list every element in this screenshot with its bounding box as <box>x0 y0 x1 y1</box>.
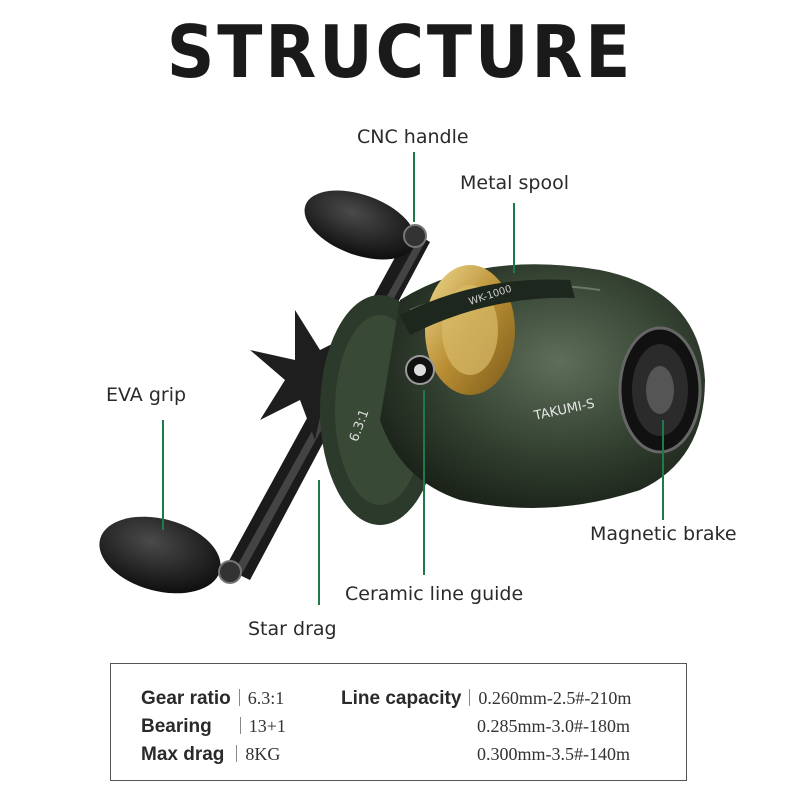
spec-bearing-label: Bearing <box>141 716 212 737</box>
label-cnc-handle: CNC handle <box>357 126 469 148</box>
spec-line-capacity-value-1: 0.260mm-2.5#-210m <box>478 688 632 708</box>
spec-bearing: Bearing 13+1 <box>141 716 286 738</box>
spec-gear-ratio-value: 6.3:1 <box>247 688 285 708</box>
leader-magnetic-brake <box>662 420 664 520</box>
spec-gear-ratio-label: Gear ratio <box>141 688 231 709</box>
label-ceramic-line-guide: Ceramic line guide <box>345 583 524 605</box>
spec-bearing-value: 13+1 <box>248 716 286 736</box>
spec-line-capacity-label: Line capacity <box>341 688 462 709</box>
cnc-handle-knob <box>304 190 427 260</box>
spec-max-drag-label: Max drag <box>141 744 225 765</box>
baitcasting-reel-image: 6.3:1 WK-1000 TAKUMI-S <box>99 190 705 594</box>
spec-gear-ratio: Gear ratio 6.3:1 <box>141 688 284 710</box>
spec-line-capacity-value-2: 0.285mm-3.0#-180m <box>477 716 630 736</box>
spec-max-drag-value: 8KG <box>245 744 281 764</box>
leader-star-drag <box>318 480 320 605</box>
label-star-drag: Star drag <box>248 618 337 640</box>
label-eva-grip: EVA grip <box>106 384 187 406</box>
ceramic-line-guide <box>405 355 435 385</box>
spec-max-drag: Max drag 8KG <box>141 744 280 766</box>
spec-line-capacity: Line capacity 0.260mm-2.5#-210m <box>341 688 631 710</box>
spec-line-capacity-value-3: 0.300mm-3.5#-140m <box>477 744 630 764</box>
magnetic-brake-dial <box>618 326 702 454</box>
page-title: STRUCTURE <box>166 10 634 94</box>
label-metal-spool: Metal spool <box>460 172 569 194</box>
leader-metal-spool <box>513 203 515 273</box>
leader-ceramic-line-guide <box>423 390 425 575</box>
label-magnetic-brake: Magnetic brake <box>590 523 737 545</box>
leader-cnc-handle <box>413 152 415 222</box>
leader-eva-grip <box>162 420 164 530</box>
eva-grip-knob <box>99 516 242 594</box>
